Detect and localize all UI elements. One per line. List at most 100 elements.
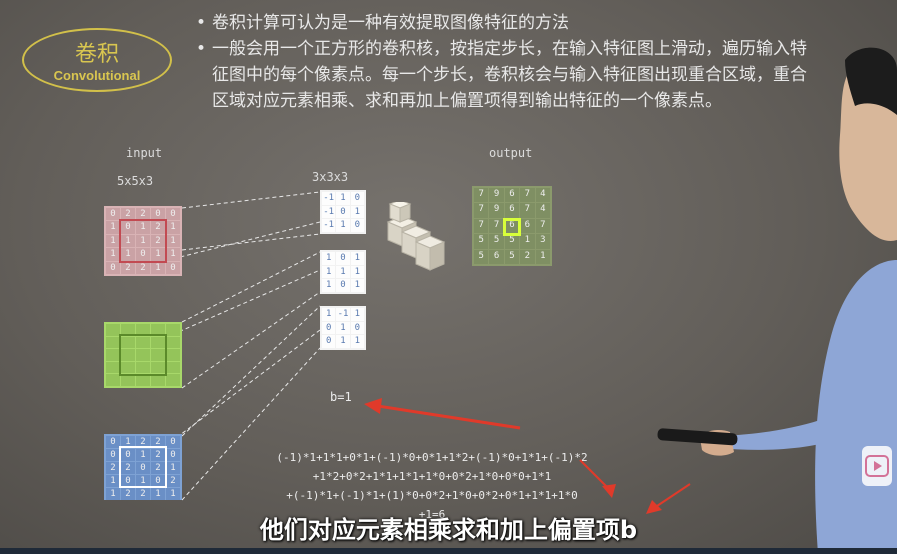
input-blue-cell: 1	[166, 488, 180, 500]
kernel-cell: 1	[350, 335, 364, 348]
bullet-list: • 卷积计算可认为是一种有效提取图像特征的方法 • 一般会用一个正方形的卷积核，…	[196, 10, 816, 114]
kernel-cell: 1	[336, 192, 350, 205]
output-cell: 7	[520, 188, 535, 203]
input-red-cell: 0	[106, 208, 120, 221]
output-cell: 4	[535, 203, 550, 218]
input-red-cell: 1	[136, 234, 150, 248]
input-green-cell	[136, 361, 150, 374]
input-green-cell	[121, 361, 135, 374]
input-blue-cell: 0	[166, 449, 180, 461]
input-blue-cell: 1	[136, 475, 150, 487]
input-red-cell: 0	[121, 221, 135, 234]
input-red-cell: 0	[151, 208, 165, 221]
kernel-cell: 0	[336, 252, 350, 265]
kernel-cell: 0	[350, 192, 364, 205]
kernel-cell: 0	[350, 219, 364, 232]
kernel-cell: 1	[350, 279, 364, 292]
platform-logo	[862, 446, 892, 486]
input-blue-cell: 2	[151, 462, 165, 474]
input-blue-cell: 0	[121, 475, 135, 487]
play-icon	[865, 455, 889, 477]
kernel-cell: 0	[336, 205, 350, 219]
input-channel-green	[104, 322, 182, 388]
input-red-cell: 2	[121, 208, 135, 221]
kernel-cell: 1	[336, 219, 350, 232]
bottom-bar	[0, 548, 897, 554]
input-green-cell	[151, 336, 165, 349]
output-cell: 5	[504, 249, 520, 264]
output-cell: 1	[535, 249, 550, 264]
receptive-field-green	[119, 334, 167, 376]
kernel-cell: 1	[350, 265, 364, 279]
kernel-cell: -1	[322, 205, 336, 219]
output-cell: 1	[520, 234, 535, 249]
output-cell: 3	[535, 234, 550, 249]
input-green-cell	[106, 349, 120, 361]
output-cell: 7	[474, 203, 489, 218]
output-cell: 7	[535, 218, 550, 234]
output-cell: 5	[489, 234, 504, 249]
input-green-cell	[166, 324, 180, 336]
output-cell: 7	[489, 218, 504, 234]
kernel-cell: 0	[322, 335, 336, 348]
kernel-cell: -1	[322, 219, 336, 232]
input-blue-cell: 0	[151, 475, 165, 487]
bias-label: b=1	[330, 390, 352, 404]
kernel-cell: 1	[322, 252, 336, 265]
input-blue-cell: 1	[136, 449, 150, 461]
kernel-cell: -1	[336, 308, 350, 321]
output-cell: 5	[474, 249, 489, 264]
input-green-cell	[166, 361, 180, 374]
input-label: input	[126, 146, 163, 160]
input-blue-cell: 2	[121, 462, 135, 474]
bullet-item: • 卷积计算可认为是一种有效提取图像特征的方法	[196, 10, 816, 36]
kernel-size-label: 3x3x3	[312, 170, 349, 184]
input-red-cell: 2	[136, 261, 150, 274]
input-blue-cell: 0	[121, 449, 135, 461]
input-blue-cell: 0	[136, 462, 150, 474]
output-cell: 7	[474, 218, 489, 234]
input-red-cell: 1	[151, 261, 165, 274]
kernel-cell: -1	[322, 192, 336, 205]
input-green-cell	[106, 336, 120, 349]
kernel-cell: 1	[322, 308, 336, 321]
output-cell: 9	[489, 188, 504, 203]
output-highlight-cell	[503, 218, 521, 236]
input-red-cell: 0	[166, 208, 180, 221]
output-cell: 6	[489, 249, 504, 264]
input-blue-cell: 1	[166, 462, 180, 474]
output-cell: 7	[520, 203, 535, 218]
computation-formula: (-1)*1+1*1+0*1+(-1)*0+0*1+1*2+(-1)*0+1*1…	[222, 448, 642, 524]
kernel-cell: 1	[336, 321, 350, 335]
input-blue-cell: 2	[151, 449, 165, 461]
input-green-cell	[106, 361, 120, 374]
input-red-cell: 1	[136, 221, 150, 234]
input-green-cell	[121, 349, 135, 361]
input-green-cell	[136, 374, 150, 386]
formula-line: +1*2+0*2+1*1+1*1+1*0+0*2+1*0+0*0+1*1	[312, 470, 552, 483]
input-green-cell	[151, 361, 165, 374]
input-red-cell: 1	[166, 248, 180, 261]
input-green-cell	[106, 324, 120, 336]
output-cell: 9	[489, 203, 504, 218]
input-green-cell	[121, 336, 135, 349]
bullet-dot-icon: •	[196, 13, 207, 33]
input-green-cell	[136, 349, 150, 361]
input-red-cell: 1	[121, 248, 135, 261]
input-red-cell: 0	[166, 261, 180, 274]
kernel-cell: 0	[336, 279, 350, 292]
input-red-cell: 0	[136, 248, 150, 261]
bullet-item: • 一般会用一个正方形的卷积核，按指定步长，在输入特征图上滑动，遍历输入特征图中…	[196, 36, 816, 114]
output-cell: 6	[504, 203, 520, 218]
formula-line: +(-1)*1+(-1)*1+(1)*0+0*2+1*0+0*2+0*1+1*1…	[286, 489, 578, 502]
kernel-cell: 0	[322, 321, 336, 335]
output-cell: 6	[520, 218, 535, 234]
input-green-cell	[166, 374, 180, 386]
kernel-cell: 1	[336, 265, 350, 279]
input-blue-cell: 2	[106, 462, 120, 474]
input-green-cell	[166, 349, 180, 361]
